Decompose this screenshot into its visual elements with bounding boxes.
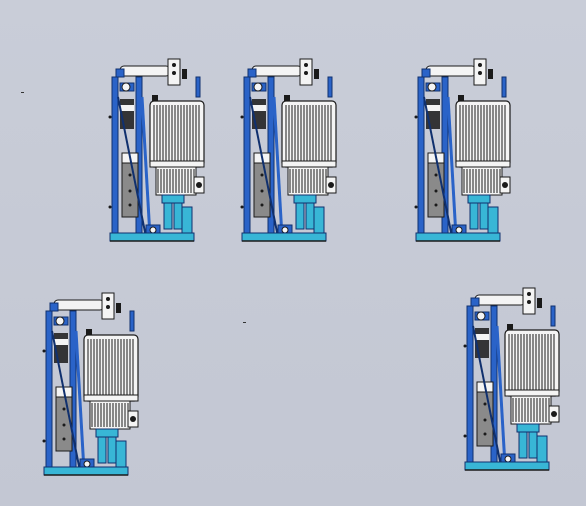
thruster-brake-model[interactable] bbox=[40, 291, 140, 481]
thruster-brake-model[interactable] bbox=[412, 57, 512, 247]
thruster-brake-model[interactable] bbox=[461, 286, 561, 476]
thruster-brake-model[interactable] bbox=[106, 57, 206, 247]
origin-marker bbox=[21, 92, 24, 93]
origin-marker bbox=[243, 322, 246, 323]
thruster-brake-model[interactable] bbox=[238, 57, 338, 247]
